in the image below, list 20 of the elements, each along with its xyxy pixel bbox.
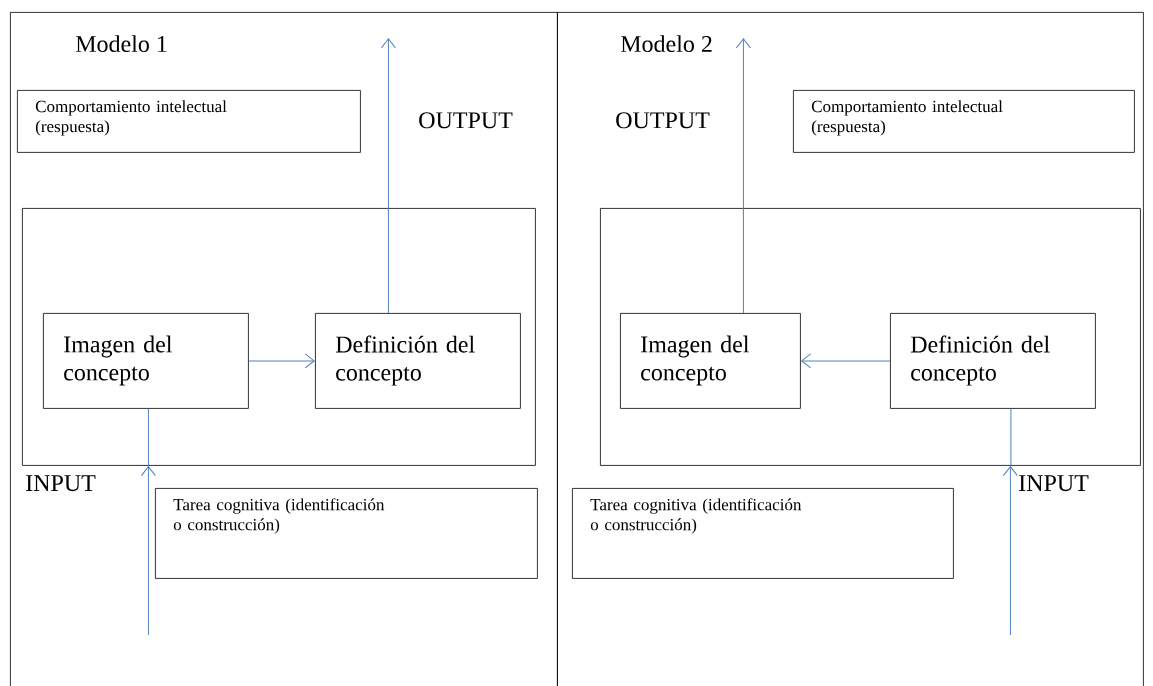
concept-box: Definición del concepto <box>315 313 521 409</box>
concept-box: Definición del concepto <box>890 313 1096 409</box>
text-box: Tarea cognitiva (identificación o construcción) <box>572 488 954 579</box>
box <box>22 208 536 466</box>
arrow <box>140 466 156 636</box>
arrow <box>801 353 891 369</box>
arrow <box>380 38 396 314</box>
text-box: Tarea cognitiva (identificación o construcción) <box>155 488 538 579</box>
edge-label: INPUT <box>26 475 96 492</box>
concept-box: Imagen del concepto <box>43 313 249 409</box>
edge-label: OUTPUT <box>616 112 710 129</box>
edge-label: OUTPUT <box>419 112 513 129</box>
text-box: Comportamiento intelectual (respuesta) <box>793 90 1135 153</box>
arrow <box>735 38 751 314</box>
arrow <box>248 353 315 369</box>
box <box>600 208 1141 466</box>
arrow <box>1002 466 1018 636</box>
concept-box: Imagen del concepto <box>620 313 801 409</box>
edge-label: INPUT <box>1019 475 1089 492</box>
text-box: Comportamiento intelectual (respuesta) <box>17 90 361 153</box>
